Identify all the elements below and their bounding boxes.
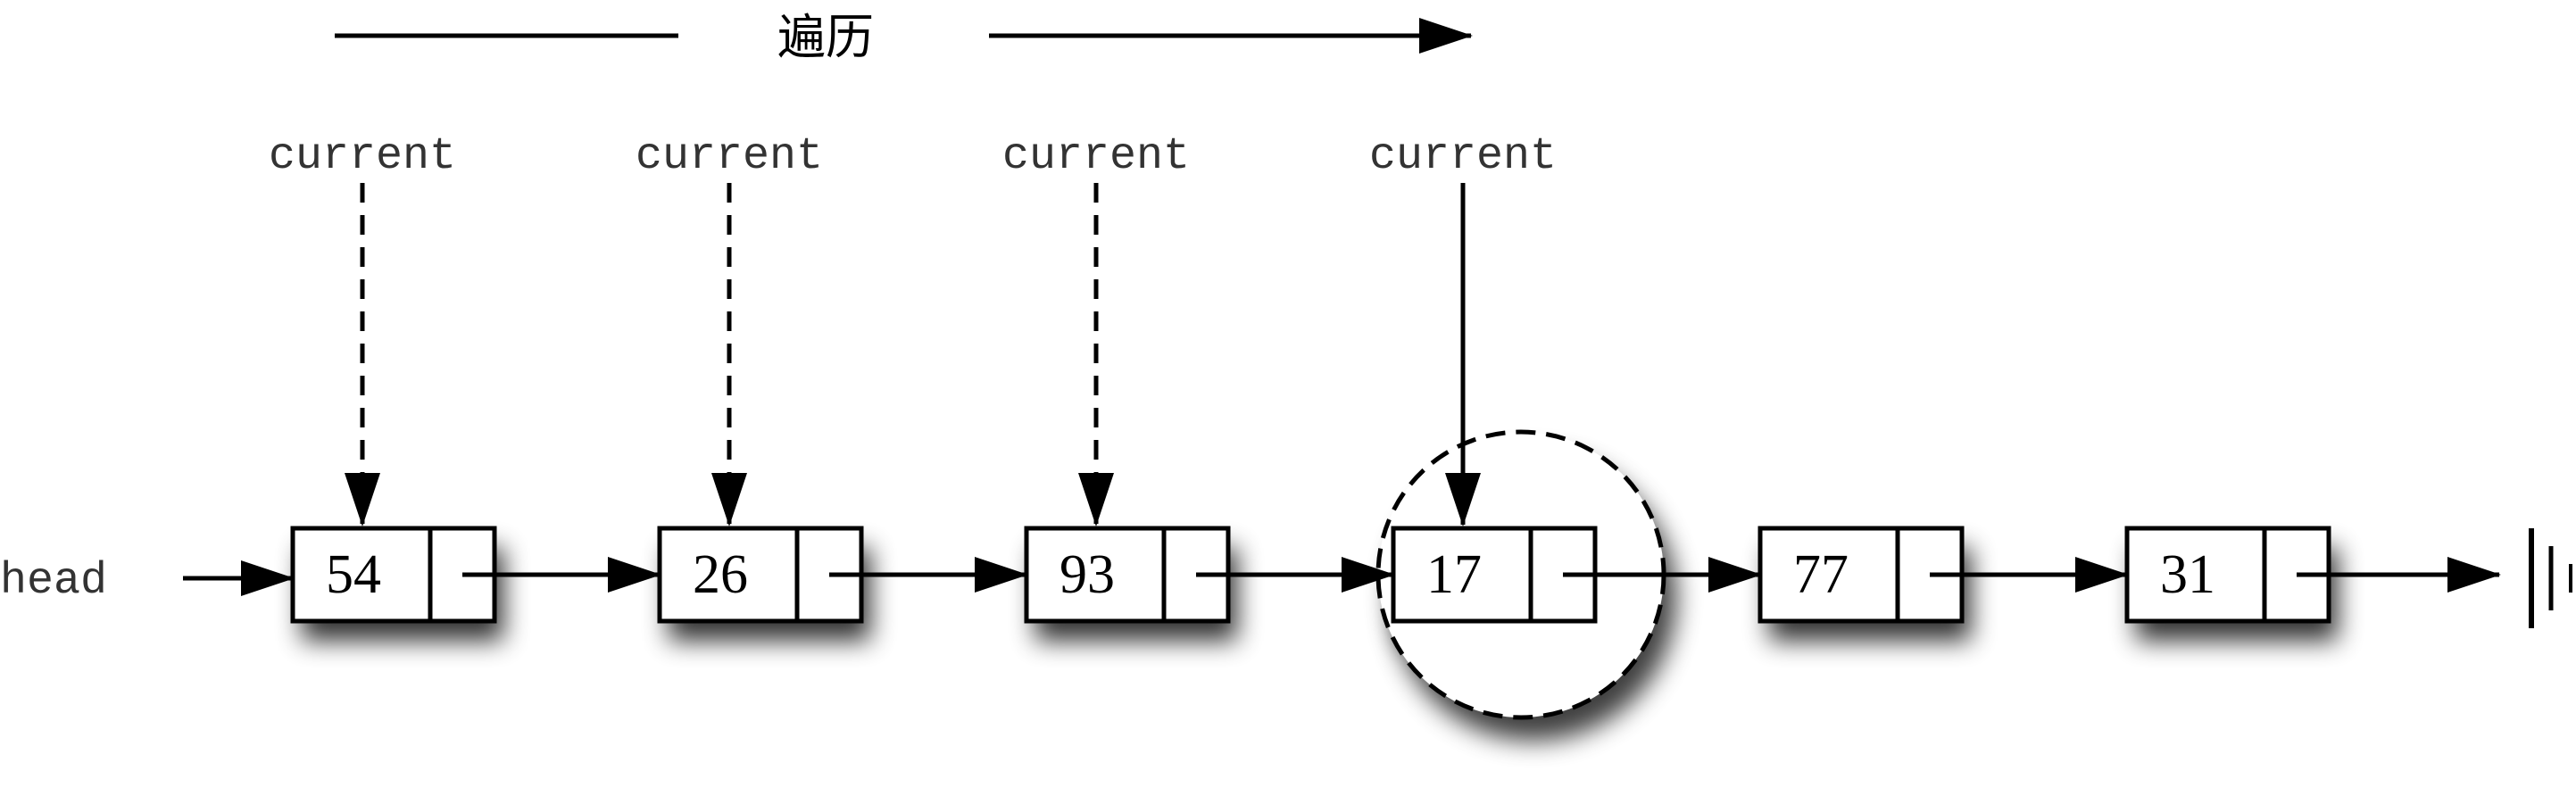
list-node: 77 bbox=[1757, 526, 1965, 624]
node-value: 54 bbox=[326, 544, 381, 605]
traversal-title: 遍历 bbox=[777, 9, 874, 65]
current-pointers: current current current current bbox=[269, 131, 1557, 527]
traversal-direction: 遍历 bbox=[335, 9, 1473, 65]
current-pointer-label: current bbox=[1002, 131, 1190, 182]
node-value: 17 bbox=[1426, 544, 1482, 605]
node-data-cell bbox=[657, 526, 800, 624]
head-label: head bbox=[0, 556, 107, 607]
linked-list-nodes: 54 26 93 17 77 31 bbox=[290, 526, 2331, 624]
list-node: 54 bbox=[290, 526, 497, 624]
node-value: 31 bbox=[2160, 544, 2215, 605]
current-pointer-label: current bbox=[1369, 131, 1557, 182]
null-ground-icon bbox=[2529, 528, 2572, 628]
node-data-cell bbox=[2124, 526, 2267, 624]
node-value: 26 bbox=[693, 544, 748, 605]
node-value: 93 bbox=[1059, 544, 1115, 605]
node-shadows bbox=[302, 548, 2338, 641]
node-data-cell bbox=[1757, 526, 1900, 624]
current-pointer-label: current bbox=[636, 131, 823, 182]
node-value: 77 bbox=[1793, 544, 1849, 605]
current-pointer-label: current bbox=[269, 131, 456, 182]
